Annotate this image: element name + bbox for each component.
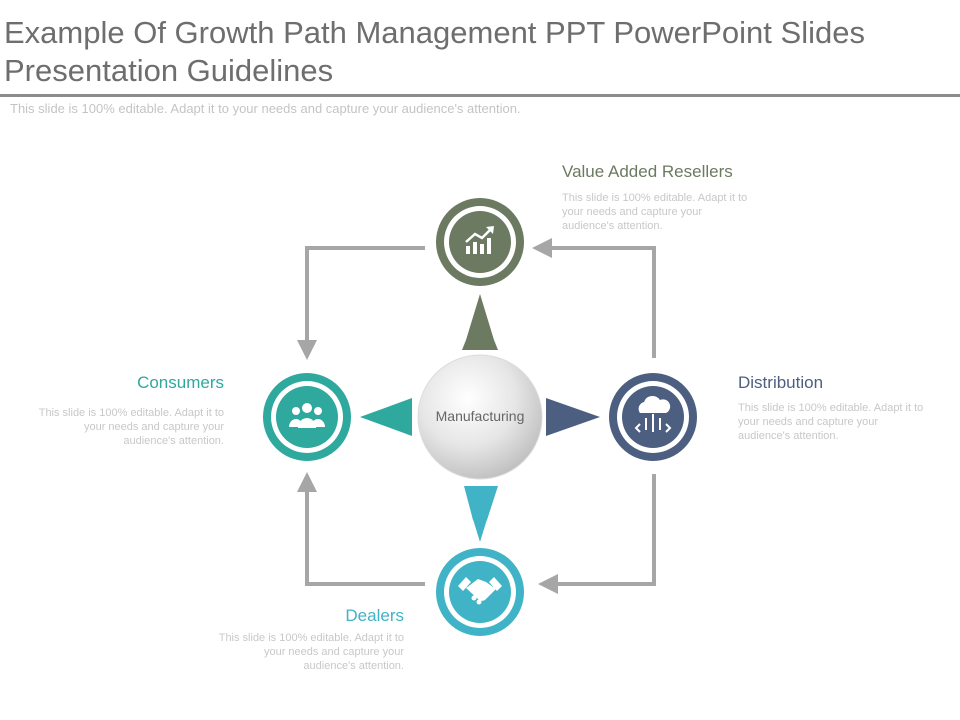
desc-dealers: This slide is 100% editable. Adapt it to… xyxy=(218,632,404,672)
desc-distribution: This slide is 100% editable. Adapt it to… xyxy=(738,402,924,442)
node-dealers xyxy=(436,548,524,636)
cloud-network-icon xyxy=(634,395,672,433)
arrow-down xyxy=(464,486,498,542)
people-group-icon xyxy=(289,403,325,428)
node-distribution xyxy=(609,373,697,461)
title-divider xyxy=(0,94,960,97)
label-consumers: Consumers xyxy=(137,373,224,392)
desc-consumers: This slide is 100% editable. Adapt it to… xyxy=(38,407,224,447)
handshake-icon xyxy=(458,577,502,605)
arrow-right xyxy=(546,398,600,436)
slide-title: Example Of Growth Path Management PPT Po… xyxy=(4,15,865,88)
label-distribution: Distribution xyxy=(738,373,824,392)
growth-chart-icon xyxy=(465,226,494,254)
label-dealers: Dealers xyxy=(345,606,404,625)
connector-bottom-to-left xyxy=(297,472,425,586)
node-consumers xyxy=(263,373,351,461)
connector-top-to-left xyxy=(297,246,425,360)
center-sphere xyxy=(417,354,543,480)
arrow-left xyxy=(360,398,412,436)
label-value-added-resellers: Value Added Resellers xyxy=(562,162,733,181)
connector-right-to-top xyxy=(532,238,656,358)
desc-value-added-resellers: This slide is 100% editable. Adapt it to… xyxy=(562,192,748,232)
connector-right-to-bottom xyxy=(538,474,656,594)
slide-subtitle: This slide is 100% editable. Adapt it to… xyxy=(10,101,521,116)
center-label: Manufacturing xyxy=(435,408,525,424)
node-value-added-resellers xyxy=(436,198,524,286)
arrow-up xyxy=(462,294,498,350)
